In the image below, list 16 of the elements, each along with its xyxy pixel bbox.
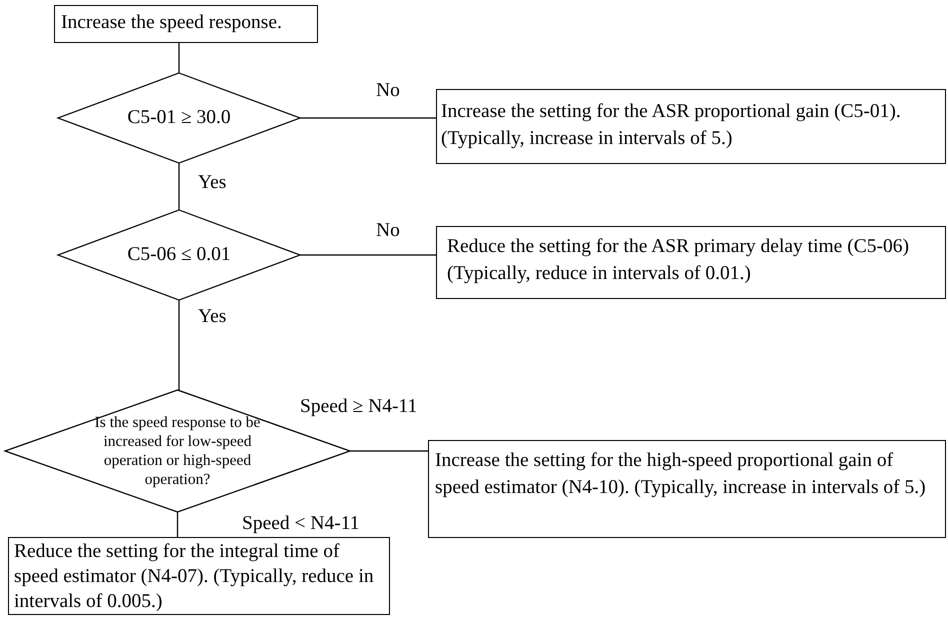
edge-label: Speed ≥ N4-11 bbox=[298, 396, 420, 418]
process-box: Increase the setting for the ASR proportional gain (C5-01). (Typically, increase in intervals of 5.) bbox=[436, 89, 946, 164]
connector-line bbox=[178, 43, 180, 73]
connector-line bbox=[178, 163, 180, 210]
connector-line bbox=[300, 254, 436, 256]
decision-text: C5-01 ≥ 30.0 bbox=[126, 106, 232, 130]
process-box: Reduce the setting for the integral time of speed estimator (N4-07). (Typically, reduce in intervals of 0.005.) bbox=[8, 537, 390, 615]
connector-line bbox=[176, 512, 178, 537]
connector-line bbox=[350, 450, 428, 452]
connector-line bbox=[300, 117, 436, 119]
process-box: Reduce the setting for the ASR primary delay time (C5-06) (Typically, reduce in intervals of 0.01.) bbox=[436, 226, 946, 299]
decision-text: Is the speed response to be increased for low-speed operation or high-speed operation? bbox=[94, 413, 262, 489]
decision-text: C5-06 ≤ 0.01 bbox=[126, 243, 232, 267]
process-box: Increase the speed response. bbox=[54, 5, 318, 43]
connector-line bbox=[178, 300, 180, 390]
process-box: Increase the setting for the high-speed proportional gain of speed estimator (N4-10). (Typically, increase in intervals of 5.) bbox=[428, 440, 946, 538]
